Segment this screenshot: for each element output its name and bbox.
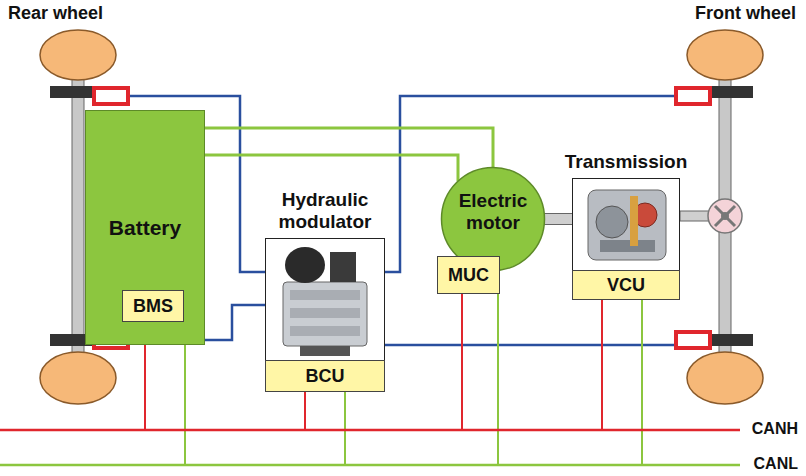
drive-shaft xyxy=(680,211,712,221)
wheel xyxy=(40,352,116,404)
modulator-picture xyxy=(265,238,385,360)
node-label: Battery xyxy=(86,215,204,239)
controller-box: BMS xyxy=(122,290,184,322)
transmission-picture xyxy=(572,178,680,270)
node-label: MUC xyxy=(438,265,499,286)
rear-axle xyxy=(72,60,84,360)
power-line xyxy=(205,128,493,168)
brake-line xyxy=(128,96,676,345)
node-label: VCU xyxy=(573,275,679,296)
wheel xyxy=(40,30,116,80)
battery-box: BatteryBMS xyxy=(85,110,205,345)
power-line xyxy=(205,155,458,181)
controller-box: BCU xyxy=(265,360,385,392)
brake-caliper xyxy=(676,332,710,348)
can-drop xyxy=(145,294,642,465)
wheel-label: Front wheel xyxy=(695,3,796,24)
can-high-bus xyxy=(0,429,740,432)
node-label: BMS xyxy=(123,296,183,317)
node-heading: Hydraulic modulator xyxy=(245,189,405,233)
controller-box: VCU xyxy=(572,270,680,300)
wheel xyxy=(687,352,763,404)
bus-label: CANL xyxy=(752,455,800,473)
wheel-label: Rear wheel xyxy=(8,3,103,24)
differential-symbol xyxy=(708,199,742,233)
motor-shaft xyxy=(545,214,573,224)
node-heading: Transmission xyxy=(536,151,716,173)
modulator-box: Hydraulic modulatorBCU xyxy=(265,238,385,392)
brake-caliper xyxy=(94,88,128,104)
wheel xyxy=(687,30,763,80)
brake-caliper xyxy=(676,88,710,104)
node-label: BCU xyxy=(266,366,384,387)
controller-box: MUC xyxy=(437,256,500,294)
can-low-bus xyxy=(0,464,740,467)
bus-label: CANH xyxy=(750,420,800,438)
transmission-box: TransmissionVCU xyxy=(572,178,680,300)
shaft-outline xyxy=(545,213,573,225)
node-label: Electric motor xyxy=(448,190,538,234)
